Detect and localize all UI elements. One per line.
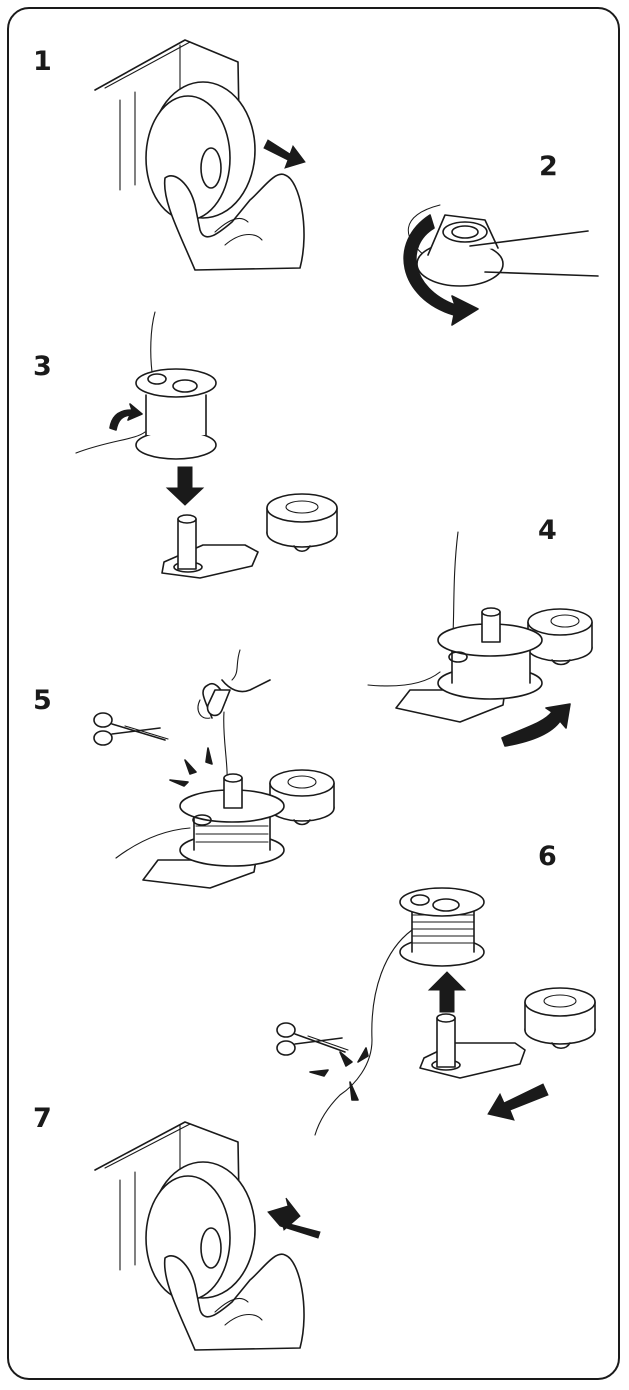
arrow-in-7 (267, 1197, 321, 1239)
step-4-illustration (367, 531, 593, 747)
step-number-7: 7 (33, 1103, 52, 1134)
left-arrow-6 (487, 1083, 549, 1121)
arrow-out-1 (263, 139, 306, 169)
snip-marks-6 (309, 1047, 369, 1101)
scissors-5 (93, 712, 169, 746)
step-number-3: 3 (33, 351, 52, 382)
step-3-illustration (75, 311, 338, 579)
bobbin-3-bottom (135, 430, 217, 460)
diagram-frame (7, 7, 620, 1380)
step-6-illustration (276, 887, 596, 1136)
snip-marks-5 (169, 747, 213, 787)
rotate-arrow-2 (403, 214, 479, 326)
thread-6 (314, 929, 413, 1136)
spindle-base-6 (419, 1042, 526, 1079)
scissors-6 (276, 1022, 349, 1056)
bobbin-3-top (135, 368, 217, 398)
hand-7 (163, 1253, 305, 1351)
step-number-4: 4 (538, 515, 557, 546)
stopper-3 (266, 493, 338, 553)
spindle-base-3 (161, 544, 259, 579)
stopper-5 (269, 769, 335, 826)
hand-1 (163, 173, 305, 271)
step-2-illustration (403, 204, 599, 326)
curve-arrow-3 (109, 403, 143, 431)
thread-3 (150, 311, 156, 373)
stopper-6 (524, 987, 596, 1050)
down-arrow-3 (165, 466, 205, 506)
step-number-2: 2 (539, 151, 558, 182)
step-5-illustration (93, 649, 335, 889)
step-1-illustration (94, 39, 306, 271)
step-number-6: 6 (538, 841, 557, 872)
step-number-5: 5 (33, 685, 52, 716)
step-number-1: 1 (33, 46, 52, 77)
up-arrow-6 (427, 971, 467, 1013)
curve-arrow-4 (501, 703, 571, 747)
spindle-6 (436, 1017, 456, 1068)
spindle-3 (177, 518, 197, 570)
step-7-illustration (94, 1121, 321, 1351)
